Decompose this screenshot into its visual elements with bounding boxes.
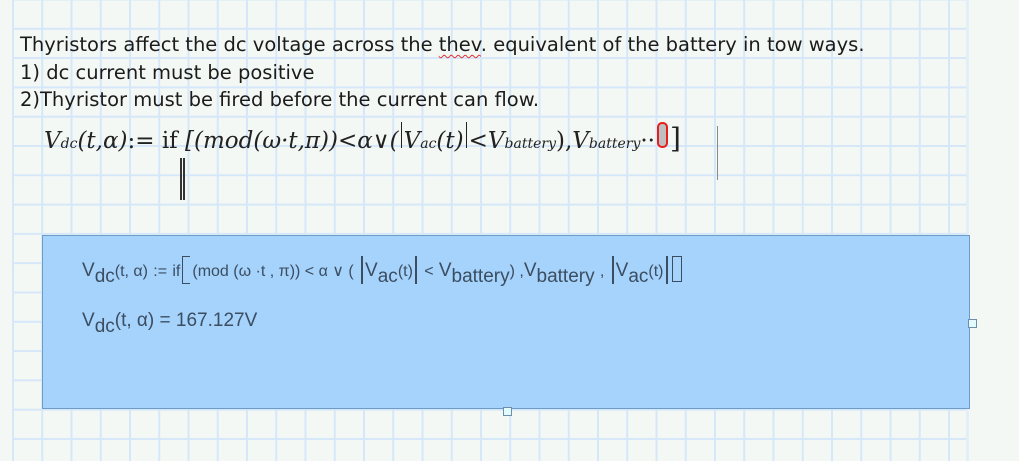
vbattery-subscript: battery (451, 266, 510, 287)
vac-variable-2: V (615, 260, 629, 281)
vac-subscript: ac (377, 266, 398, 287)
lhs-args: (t,α) (77, 128, 128, 154)
else-placeholder-bars[interactable] (180, 158, 185, 200)
vbattery-variable: V (487, 128, 505, 154)
lhs-variable: V (82, 260, 95, 281)
resize-handle-right[interactable] (968, 319, 977, 328)
lhs-variable: V (82, 310, 95, 331)
result-value: 167.127 (175, 310, 245, 331)
empty-placeholder[interactable] (656, 122, 668, 148)
text-region[interactable]: Thyristors affect the dc voltage across … (20, 31, 865, 114)
resize-handle-bottom[interactable] (503, 407, 512, 416)
close-bracket: ] (669, 122, 681, 155)
vbattery-variable: V (438, 260, 452, 281)
abs-bar-right-2 (665, 256, 668, 284)
lhs-variable: V (44, 128, 61, 154)
vbattery-variable-2: V (523, 260, 537, 281)
vbattery-subscript: battery (504, 136, 556, 152)
comma: , (599, 263, 605, 280)
if-keyword: if (161, 128, 178, 154)
result-unit[interactable]: V (244, 310, 258, 331)
if-condition: (mod (ω ·t , π)) < α ∨ ( (192, 263, 354, 280)
lhs-args: (t, α) (114, 263, 149, 280)
result-evaluation-line[interactable]: Vdc(t, α) = 167.127V (82, 310, 257, 338)
vac-args-2: (t) (648, 263, 664, 280)
less-than-operator: < (468, 128, 488, 154)
vac-variable: V (403, 128, 421, 154)
multiply-dots: ·· (640, 128, 655, 154)
abs-bar-right (465, 122, 467, 148)
assign-operator: := (153, 263, 168, 280)
close-paren: ), (555, 128, 573, 154)
abs-bar-right (414, 256, 417, 284)
equals-operator: = (159, 310, 171, 331)
lhs-subscript: dc (60, 136, 78, 152)
lhs-args: (t, α) (114, 310, 155, 331)
page-right-margin (966, 0, 969, 461)
if-condition: [(mod(ω·t,π))<α∨( (185, 128, 399, 154)
close-paren: ) , (509, 263, 524, 280)
vbattery-variable-2: V (572, 128, 589, 154)
vac-args: (t) (397, 263, 413, 280)
text-line-intro: Thyristors affect the dc voltage across … (20, 33, 865, 56)
abs-bar-left (400, 122, 402, 148)
vac-args: (t) (436, 128, 464, 154)
text-line-condition-1: 1) dc current must be positive (20, 60, 315, 84)
lhs-subscript: dc (94, 266, 115, 287)
result-math-region[interactable] (42, 235, 970, 409)
assign-operator: := (127, 128, 155, 154)
lhs-subscript: dc (94, 316, 115, 337)
edit-cursor (717, 126, 718, 180)
vbattery-subscript-2: battery (536, 266, 595, 287)
empty-placeholder[interactable] (671, 256, 682, 282)
vac-subscript: ac (420, 136, 437, 152)
vac-variable: V (365, 260, 378, 281)
misspelled-word[interactable]: thev (438, 33, 481, 56)
abs-bar-left-2 (611, 256, 614, 284)
text-line-condition-2: 2)Thyristor must be fired before the cur… (20, 88, 540, 111)
result-definition-line[interactable]: Vdc(t, α) := if(mod (ω ·t , π)) < α ∨ ( … (82, 256, 682, 288)
less-than-operator: < (424, 263, 434, 280)
if-keyword: if (172, 263, 181, 280)
vac-subscript-2: ac (628, 266, 649, 287)
vbattery-subscript-2: battery (588, 136, 641, 152)
left-bracket (182, 256, 191, 284)
abs-bar-left (361, 256, 364, 284)
